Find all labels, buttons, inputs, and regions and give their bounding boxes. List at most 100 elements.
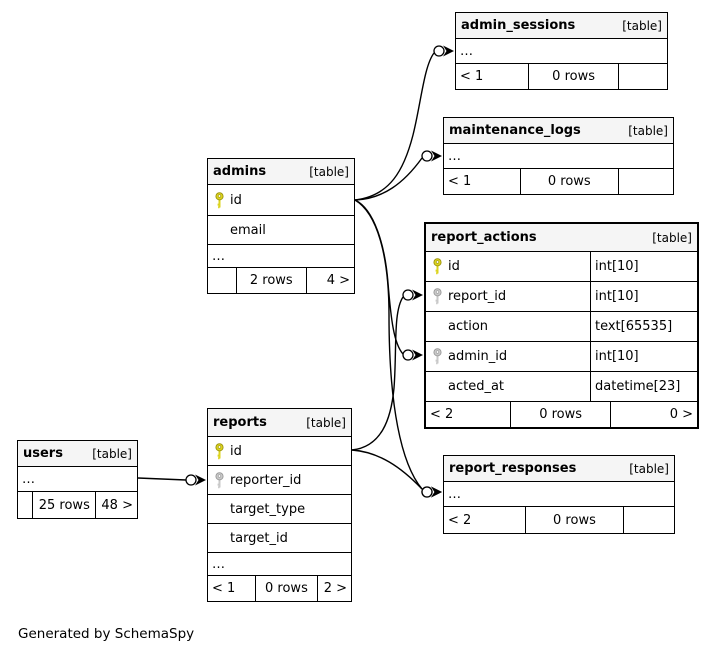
fk-arrowhead-icon bbox=[443, 45, 454, 57]
relationship-line bbox=[137, 477, 187, 481]
table-type-tag: [table] bbox=[306, 415, 346, 430]
table-name[interactable]: admins bbox=[213, 164, 267, 179]
key-cell bbox=[426, 288, 448, 305]
zero-or-many-circle-icon bbox=[421, 150, 433, 162]
relationship-line bbox=[351, 296, 404, 451]
column-name: target_type bbox=[230, 501, 306, 517]
column-type: text[65535] bbox=[590, 312, 697, 341]
zero-or-many-circle-icon bbox=[433, 45, 445, 57]
column-row-id: id int[10] bbox=[426, 252, 697, 282]
relationship-reports.id-to-report_actions.report_id bbox=[351, 289, 423, 451]
column-type: int[10] bbox=[590, 342, 697, 371]
table-type-tag: [table] bbox=[92, 446, 132, 461]
footer-rows-count: 25 rows bbox=[32, 492, 95, 518]
hidden-columns-ellipsis: … bbox=[212, 556, 225, 572]
relationship-line bbox=[354, 199, 423, 490]
table-name[interactable]: users bbox=[23, 446, 63, 461]
footer-parents-count: < 1 bbox=[448, 174, 472, 189]
column-name: acted_at bbox=[448, 379, 505, 394]
footer-parents-count: < 1 bbox=[460, 69, 484, 84]
column-row-id: id bbox=[208, 185, 354, 216]
table-header: users [table] bbox=[18, 441, 137, 467]
column-type: int[10] bbox=[590, 282, 697, 311]
fk-arrowhead-icon bbox=[412, 349, 423, 361]
footer-parents-count bbox=[208, 268, 236, 293]
table-type-tag: [table] bbox=[622, 18, 662, 33]
table-name[interactable]: maintenance_logs bbox=[449, 123, 581, 138]
hidden-columns-ellipsis: … bbox=[448, 148, 461, 164]
footer-children-count bbox=[618, 64, 667, 89]
table-header: maintenance_logs [table] bbox=[444, 118, 673, 144]
column-name: id bbox=[448, 259, 460, 274]
key-cell bbox=[208, 191, 230, 209]
column-name: reporter_id bbox=[230, 472, 302, 488]
key-cell bbox=[426, 258, 448, 275]
table-header: admins[table] bbox=[208, 159, 354, 185]
column-name: target_id bbox=[230, 530, 288, 546]
key-cell bbox=[426, 348, 448, 365]
table-type-tag: [table] bbox=[629, 461, 669, 476]
column-name: id bbox=[230, 443, 242, 459]
footer-children-count: 0 > bbox=[610, 402, 697, 427]
column-row-ellipsis: … bbox=[444, 482, 674, 507]
table-name[interactable]: reports bbox=[213, 415, 267, 430]
relationship-admins.id-to-maintenance_logs bbox=[354, 150, 442, 201]
relationship-line bbox=[351, 449, 423, 490]
foreign-key-icon bbox=[432, 288, 442, 305]
footer-rows-count: 0 rows bbox=[527, 64, 619, 89]
hidden-columns-ellipsis: … bbox=[212, 248, 225, 264]
column-row-report_id: report_id int[10] bbox=[426, 282, 697, 312]
zero-or-many-circle-icon bbox=[402, 289, 414, 301]
column-row-ellipsis: … bbox=[18, 467, 137, 492]
column-row-email: email bbox=[208, 216, 354, 245]
key-cell bbox=[208, 471, 230, 489]
key-cell bbox=[208, 442, 230, 460]
primary-key-icon bbox=[432, 258, 442, 275]
zero-or-many-circle-icon bbox=[185, 474, 197, 486]
column-row-ellipsis: … bbox=[208, 245, 354, 268]
footer-parents-count bbox=[18, 492, 32, 518]
hidden-columns-ellipsis: … bbox=[448, 486, 461, 502]
fk-arrowhead-icon bbox=[431, 150, 442, 162]
column-row-reporter_id: reporter_id bbox=[208, 466, 351, 495]
zero-or-many-circle-icon bbox=[421, 486, 433, 498]
footer-children-count bbox=[623, 507, 674, 533]
column-row-ellipsis: … bbox=[208, 553, 351, 576]
column-type: int[10] bbox=[590, 252, 697, 281]
relationship-line bbox=[354, 157, 423, 201]
hidden-columns-ellipsis: … bbox=[460, 43, 473, 59]
column-name: email bbox=[230, 222, 266, 238]
primary-key-icon bbox=[214, 442, 224, 459]
column-name: id bbox=[230, 192, 242, 208]
footer-rows-count: 0 rows bbox=[255, 576, 316, 601]
primary-key-icon bbox=[214, 191, 224, 208]
foreign-key-icon bbox=[432, 348, 442, 365]
table-name[interactable]: report_responses bbox=[449, 461, 577, 476]
table-name[interactable]: report_actions bbox=[431, 230, 537, 245]
column-row-ellipsis: … bbox=[444, 144, 673, 169]
relationship-admins.id-to-admin_sessions bbox=[354, 45, 454, 201]
footer-parents-count: < 1 bbox=[212, 581, 236, 596]
column-name: report_id bbox=[448, 289, 507, 304]
footer-children-count bbox=[618, 169, 673, 194]
generator-credit: Generated by SchemaSpy bbox=[18, 626, 195, 642]
table-name[interactable]: admin_sessions bbox=[461, 18, 576, 33]
table-admin_sessions[interactable]: admin_sessions [table] … < 1 0 rows bbox=[455, 12, 668, 90]
footer-rows-count: 0 rows bbox=[524, 507, 624, 533]
table-header: admin_sessions [table] bbox=[456, 13, 667, 39]
table-type-tag: [table] bbox=[628, 123, 668, 138]
